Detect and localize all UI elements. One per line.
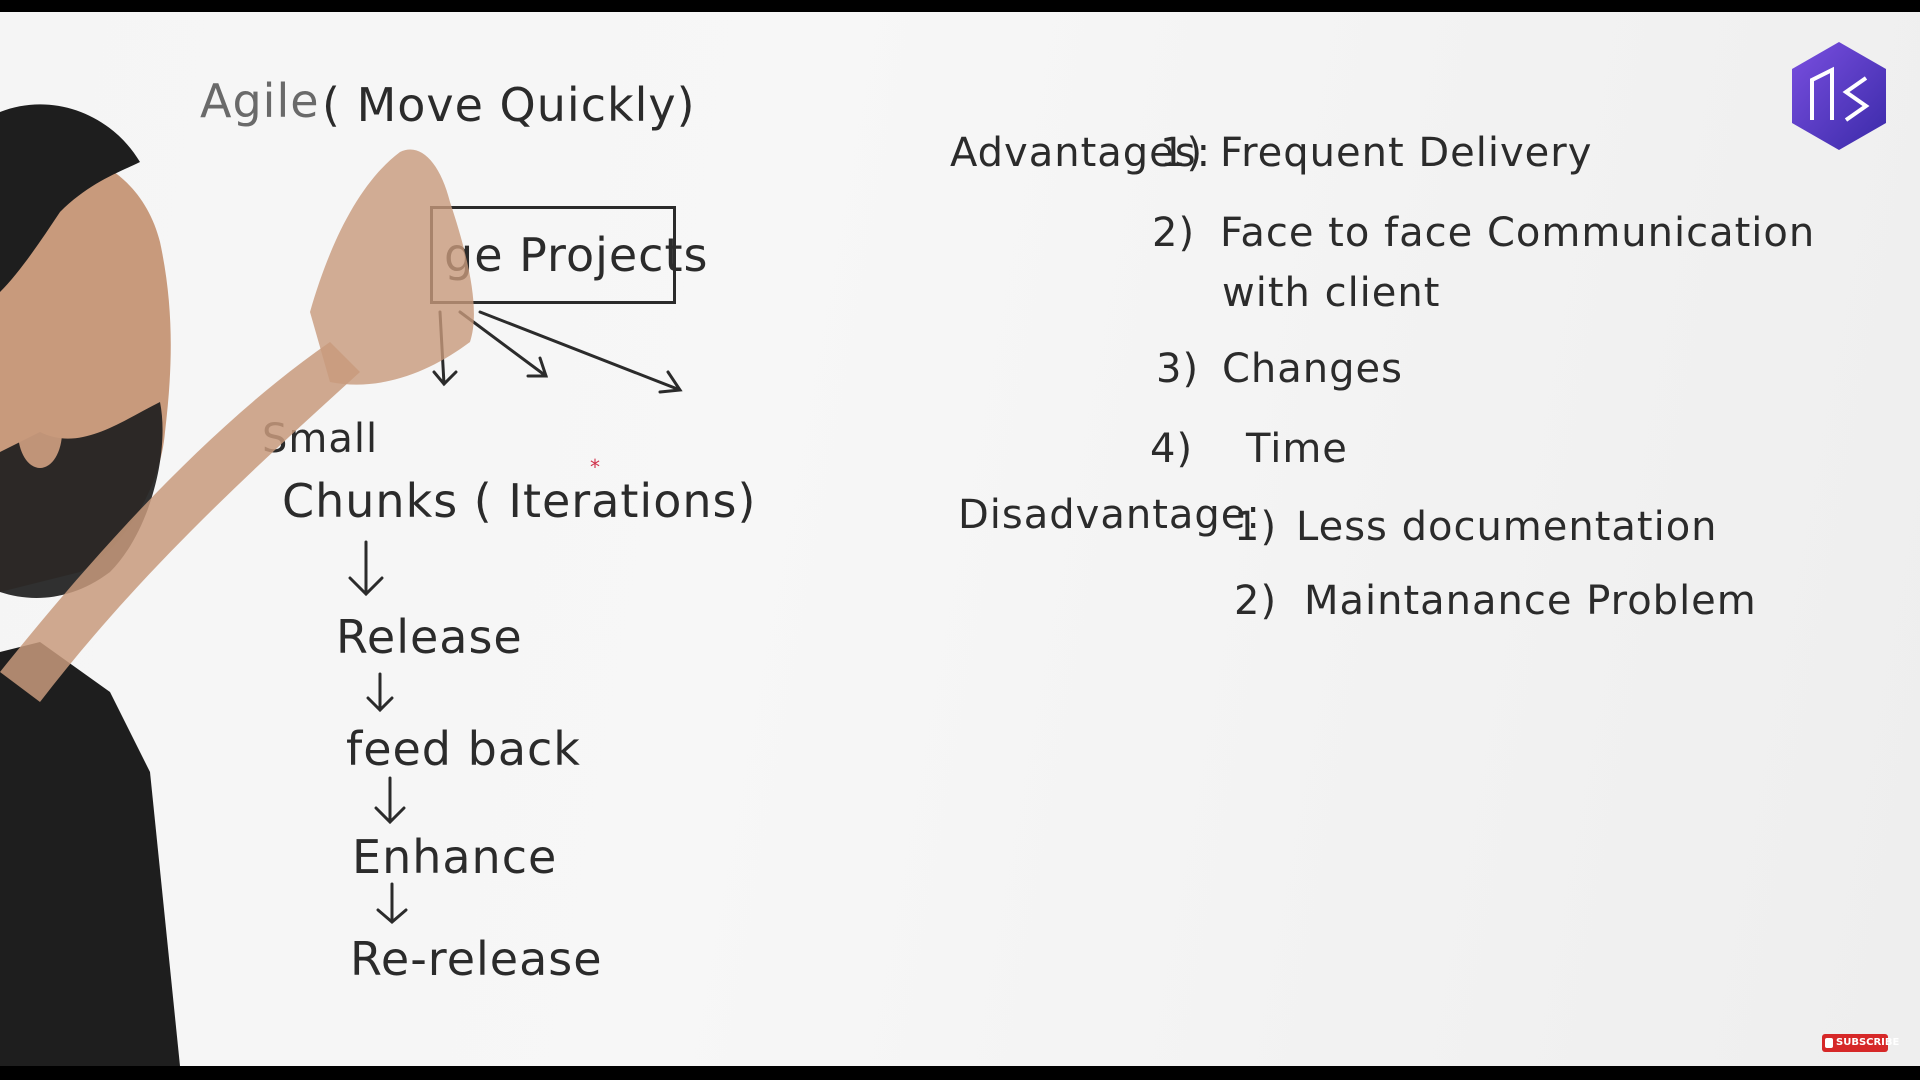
agile-title-word: Agile [200,74,320,128]
down-arrow-icon [366,672,394,713]
down-arrow-icon [458,310,549,378]
adv-num-3: 3) [1156,346,1200,392]
adv-num-2: 2) [1152,210,1196,256]
subscribe-button[interactable]: SUBSCRIBE [1822,1034,1899,1052]
disadv-text-2: Maintanance Problem [1304,578,1757,624]
adv-num-1: 1) [1160,130,1204,176]
adv-text-1: Frequent Delivery [1220,130,1593,176]
youtube-play-icon [1825,1038,1833,1048]
flow-enhance: Enhance [352,830,558,884]
flow-feedback: feed back [346,722,581,776]
subscribe-label: SUBSCRIBE [1836,1037,1900,1048]
chunks-label: Chunks ( Iterations) [282,474,757,528]
down-arrow-icon [376,882,408,924]
down-arrow-icon [348,540,384,597]
flow-release: Release [336,610,523,664]
projects-text: ge Projects [444,228,709,282]
disadv-num-1: 1) [1234,504,1278,550]
down-arrow-icon [374,776,406,825]
adv-text-2: Face to face Communication [1220,210,1816,256]
flow-rerelease: Re-release [350,932,603,986]
svg-text:*: * [590,455,600,479]
video-frame: Agile ( Move Quickly) ge Projects Small … [0,12,1920,1066]
disadv-text-1: Less documentation [1296,504,1718,550]
advantages-label: Advantages: [950,130,1212,176]
disadv-num-2: 2) [1234,578,1278,624]
adv-num-4: 4) [1150,426,1194,472]
presenter [0,104,474,1066]
disadvantage-label: Disadvantage: [958,492,1261,538]
channel-logo-icon [1792,42,1886,150]
adv-text-3: Changes [1222,346,1403,392]
down-arrow-icon [478,310,683,394]
adv-text-2b: with client [1222,270,1441,316]
adv-text-4: Time [1246,426,1348,472]
agile-title-paren: ( Move Quickly) [322,78,696,132]
